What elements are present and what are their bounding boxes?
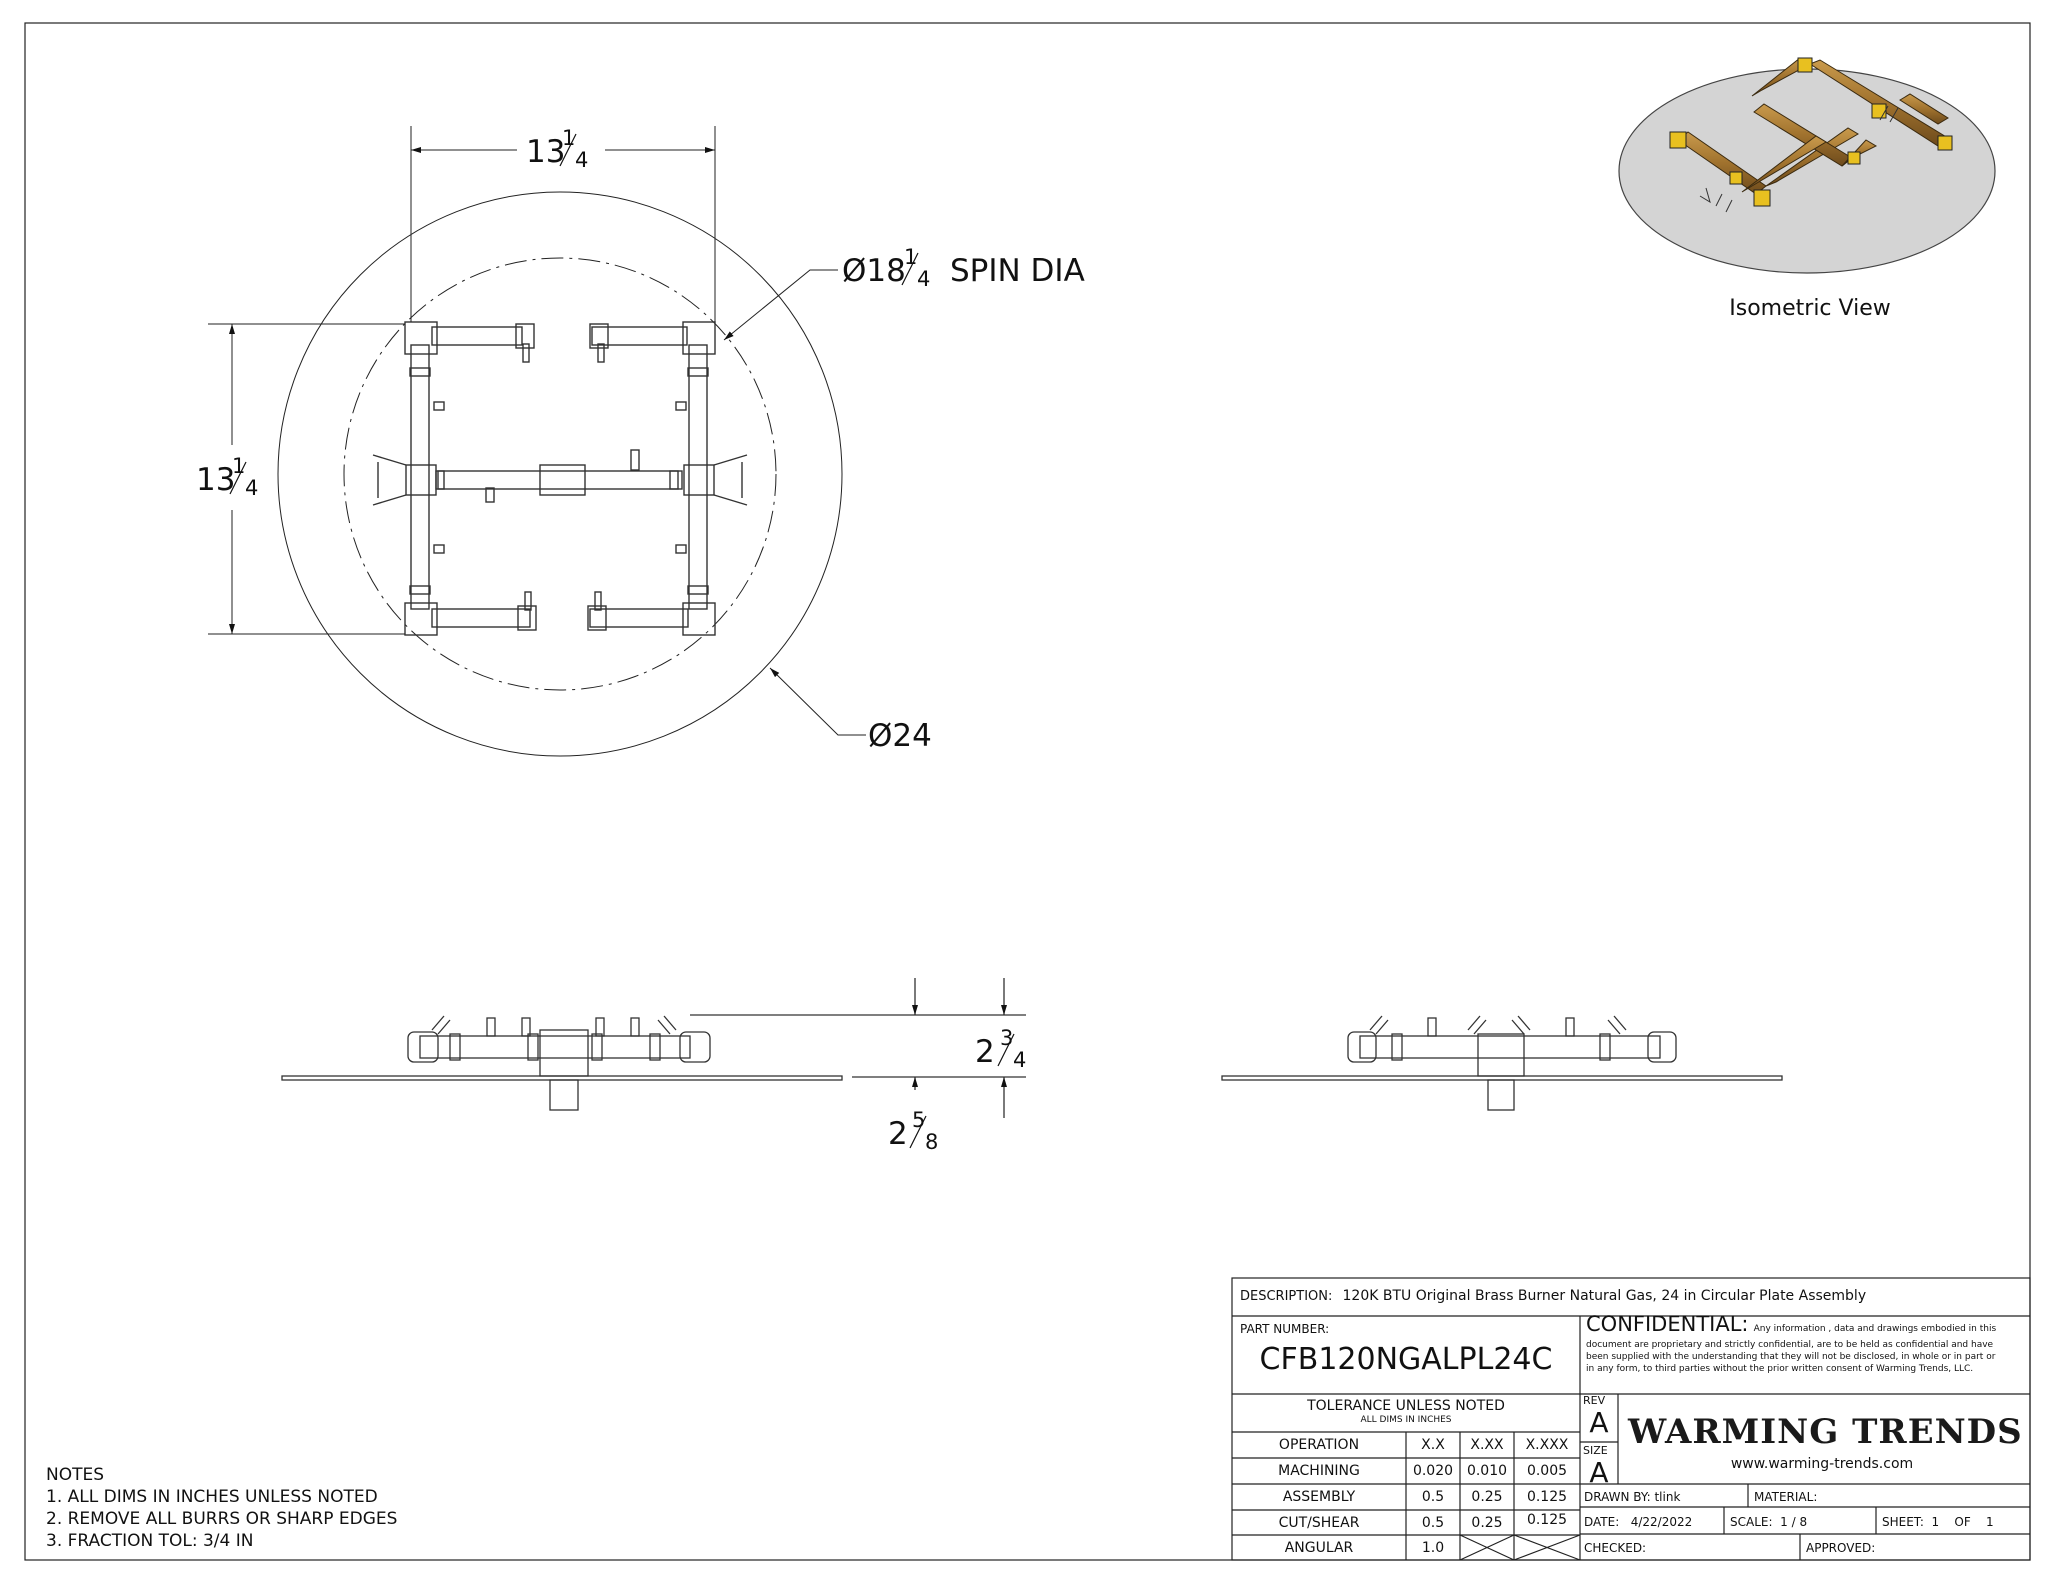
title-block-frame [1231,1277,2031,1561]
sheet-number: SHEET: 1 OF 1 [1882,1515,1994,1529]
svg-text:1: 1 [904,245,917,269]
plate-circle [277,191,843,757]
part-number-label: PART NUMBER: [1240,1322,1330,1336]
svg-text:4: 4 [575,148,588,172]
dim-side-below-label: 2 5 8 [888,1108,938,1154]
confidential-text-4: in any form, to third parties without th… [1586,1364,1974,1374]
tolerance-header: OPERATION [1278,1437,1360,1453]
description-label: DESCRIPTION: [1240,1289,1333,1304]
rev-label: REV [1583,1394,1606,1407]
svg-text:4: 4 [917,267,930,291]
tolerance-cell: 1.0 [1421,1540,1445,1556]
scale: SCALE: 1 / 8 [1730,1515,1808,1529]
side-view-front [281,978,1026,1118]
tolerance-header: X.X [1421,1437,1445,1453]
tolerance-cell: 0.125 [1526,1512,1568,1528]
part-number-value: CFB120NGALPL24C [1259,1342,1553,1377]
isometric-view [1618,57,1996,274]
confidential-text-1: Any information , data and drawings embo… [1753,1324,1997,1334]
svg-text:13: 13 [196,462,235,498]
dim-side-height-label: 2 3 4 [975,1026,1026,1072]
isometric-view-label: Isometric View [1729,296,1891,321]
svg-text:5: 5 [912,1108,925,1132]
tolerance-header: X.XX [1470,1437,1504,1453]
notes-heading: NOTES [46,1465,105,1485]
svg-text:4: 4 [1013,1048,1026,1072]
confidential-block: CONFIDENTIAL: Any information , data and… [1586,1314,2026,1375]
svg-text:2: 2 [975,1034,995,1070]
tolerance-subtitle: ALL DIMS IN INCHES [1360,1415,1452,1425]
confidential-text-3: been supplied with the understanding tha… [1586,1352,1996,1362]
top-view [208,126,866,757]
side-view-right [1221,1015,1783,1111]
description-value: 120K BTU Original Brass Burner Natural G… [1342,1288,1867,1304]
tolerance-cell: CUT/SHEAR [1278,1515,1360,1531]
svg-text:4: 4 [245,476,258,500]
material: MATERIAL: [1754,1490,1818,1504]
tolerance-cell: 0.020 [1412,1463,1454,1479]
note-item: 3. FRACTION TOL: 3/4 IN [46,1531,254,1551]
svg-text:3: 3 [1000,1026,1013,1050]
svg-text:2: 2 [888,1116,908,1152]
tolerance-cell: 0.010 [1466,1463,1508,1479]
tolerance-header: X.XXX [1525,1437,1569,1453]
svg-text:SPIN DIA: SPIN DIA [950,253,1085,289]
tolerance-cell: 0.5 [1421,1489,1445,1505]
tolerance-title: TOLERANCE UNLESS NOTED [1307,1398,1505,1414]
drawn-by: DRAWN BY: tlink [1584,1490,1681,1504]
svg-text:Ø18: Ø18 [842,253,906,289]
dim-width-label: 13 1 4 [526,126,588,172]
note-item: 1. ALL DIMS IN INCHES UNLESS NOTED [46,1487,378,1507]
dim-height-label: 13 1 4 [196,454,258,500]
svg-text:13: 13 [526,134,565,170]
warming-trends-logo: WARMING TRENDS www.warming-trends.com [1618,1398,2026,1484]
svg-text:1: 1 [562,126,575,150]
svg-text:8: 8 [925,1130,938,1154]
tolerance-cell: ASSEMBLY [1282,1489,1356,1505]
confidential-text-2: document are proprietary and strictly co… [1586,1340,1994,1350]
approved: APPROVED: [1806,1541,1876,1555]
tolerance-cell: ANGULAR [1284,1540,1354,1556]
sheet-border [24,22,2031,1561]
tolerance-cell: 0.5 [1421,1515,1445,1531]
spin-circle [343,257,777,691]
tolerance-cell: 0.25 [1471,1515,1503,1531]
logo-text: WARMING TRENDS [1628,1412,2023,1452]
notes-block: NOTES 1. ALL DIMS IN INCHES UNLESS NOTED… [46,1464,397,1552]
size-label: SIZE [1583,1444,1608,1457]
svg-text:1: 1 [232,454,245,478]
dim-spin-label: Ø18 1 4 SPIN DIA [842,245,1085,291]
tolerance-cell: 0.25 [1471,1489,1503,1505]
tolerance-cell: 0.005 [1526,1463,1568,1479]
size-value: A [1589,1456,1609,1489]
rev-value: A [1589,1406,1609,1439]
confidential-title: CONFIDENTIAL: [1586,1312,1749,1336]
date: DATE: 4/22/2022 [1584,1515,1693,1529]
checked: CHECKED: [1584,1541,1647,1555]
tolerance-cell: 0.125 [1526,1489,1568,1505]
burner-top [372,321,748,636]
logo-url: www.warming-trends.com [1730,1456,1914,1472]
note-item: 2. REMOVE ALL BURRS OR SHARP EDGES [46,1509,398,1529]
description-row: DESCRIPTION: 120K BTU Original Brass Bur… [1240,1288,1866,1304]
dim-plate-label: Ø24 [868,718,932,754]
tolerance-cell: MACHINING [1278,1463,1360,1479]
